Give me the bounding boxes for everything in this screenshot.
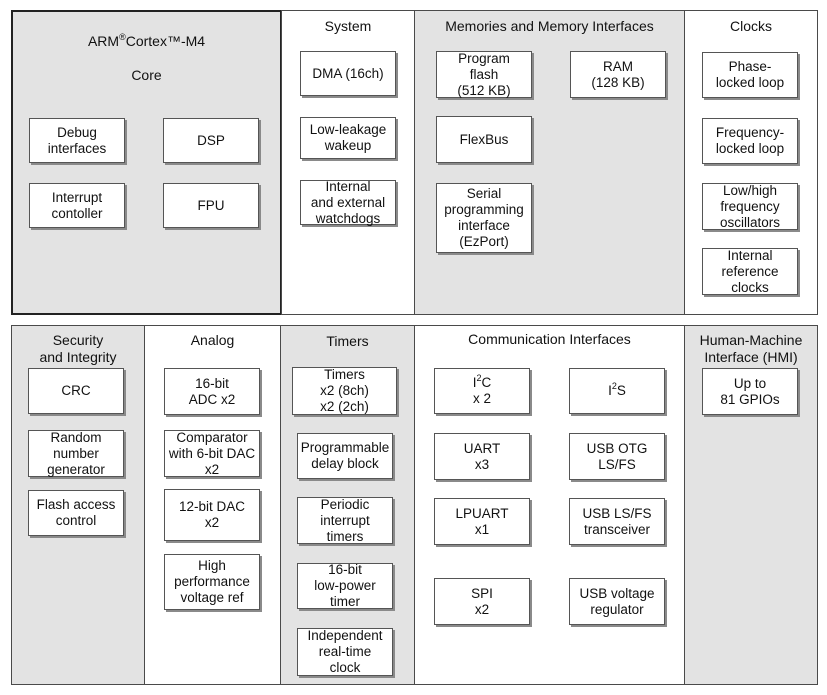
block-uart: UART x3	[434, 433, 530, 480]
panel-memories-title: Memories and Memory Interfaces	[445, 18, 654, 34]
block-dsp: DSP	[163, 118, 259, 163]
block-watchdogs: Internal and external watchdogs	[300, 179, 396, 226]
block-dma: DMA (16ch)	[300, 51, 396, 96]
block-low-power-timer: 16-bit low-power timer	[297, 562, 393, 609]
block-dac: 12-bit DAC x2	[164, 489, 260, 541]
block-usb-transceiver: USB LS/FS transceiver	[569, 498, 665, 545]
block-pll: Phase- locked loop	[702, 52, 798, 98]
block-gpios: Up to 81 GPIOs	[702, 368, 798, 415]
block-program-flash: Program flash (512 KB)	[436, 51, 532, 98]
panel-security-title: Security and Integrity	[39, 332, 117, 365]
panel-hmi-title: Human-Machine Interface (HMI)	[699, 332, 803, 365]
block-comparator: Comparator with 6-bit DAC x2	[164, 430, 260, 477]
block-debug-interfaces: Debug interfaces	[29, 118, 125, 163]
panel-comm-title: Communication Interfaces	[468, 331, 631, 347]
block-adc: 16-bit ADC x2	[164, 368, 260, 415]
block-crc: CRC	[28, 368, 124, 414]
block-fll: Frequency- locked loop	[702, 118, 798, 164]
block-usb-voltage-regulator: USB voltage regulator	[569, 578, 665, 625]
block-programmable-delay: Programmable delay block	[297, 433, 393, 479]
panel-analog-title: Analog	[190, 332, 235, 348]
block-fpu: FPU	[163, 183, 259, 228]
block-flash-access-control: Flash access control	[28, 490, 124, 536]
block-periodic-interrupt-timers: Periodic interrupt timers	[297, 497, 393, 544]
panel-timers-title: Timers	[326, 333, 369, 349]
panel-core-title: ARM®Cortex™-M4 Core	[87, 32, 206, 84]
block-real-time-clock: Independent real-time clock	[297, 628, 393, 676]
block-low-leakage-wakeup: Low-leakage wakeup	[300, 117, 396, 159]
block-flexbus: FlexBus	[436, 116, 532, 163]
block-rng: Random number generator	[28, 430, 124, 477]
panel-clocks-title: Clocks	[729, 18, 772, 34]
block-ram: RAM (128 KB)	[570, 51, 666, 98]
block-spi: SPI x2	[434, 578, 530, 625]
block-reference-clocks: Internal reference clocks	[702, 248, 798, 295]
block-interrupt-controller: Interrupt contoller	[29, 183, 125, 228]
block-voltage-ref: High performance voltage ref	[164, 554, 260, 610]
panel-system-title: System	[324, 18, 372, 34]
block-timers: Timers x2 (8ch) x2 (2ch)	[292, 367, 397, 415]
block-ezport: Serial programming interface (EzPort)	[436, 183, 532, 253]
block-lpuart: LPUART x1	[434, 498, 530, 545]
block-oscillators: Low/high frequency oscillators	[702, 183, 798, 230]
block-usb-otg: USB OTG LS/FS	[569, 433, 665, 480]
block-i2s: I2S	[569, 368, 665, 414]
